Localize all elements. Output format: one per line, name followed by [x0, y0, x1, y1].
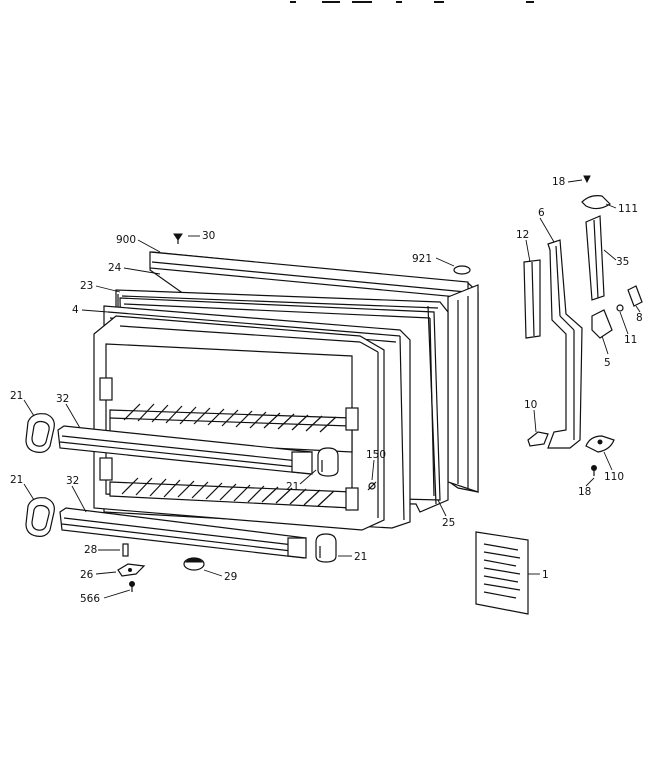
screw-150 — [367, 481, 377, 491]
label-21-center: 21 — [286, 481, 299, 493]
label-21-lower-left: 21 — [10, 474, 23, 486]
hinge-pin-18-top — [583, 175, 591, 184]
door-shelf-bar-lower — [59, 507, 307, 559]
shelf-end-cap-lower — [315, 533, 337, 563]
label-28: 28 — [84, 544, 97, 556]
label-25: 25 — [442, 517, 455, 529]
screw-18-bottom — [591, 465, 597, 476]
label-21-lower-right: 21 — [354, 551, 367, 563]
leader-lines — [23, 179, 641, 599]
label-32-upper: 32 — [56, 393, 69, 405]
inner-door-liner — [93, 315, 385, 531]
label-110: 110 — [604, 471, 624, 483]
screw-566 — [129, 581, 135, 592]
upper-shelf-ribs — [123, 403, 337, 433]
screw-11 — [616, 304, 624, 312]
label-10: 10 — [524, 399, 537, 411]
label-11: 11 — [624, 334, 637, 346]
label-4: 4 — [72, 304, 79, 316]
shelf-end-cap-upper — [317, 447, 339, 477]
left-end-cap-upper — [25, 413, 55, 453]
label-23: 23 — [80, 280, 93, 292]
hinge-strip-12 — [523, 259, 541, 339]
label-18-bottom: 18 — [578, 486, 591, 498]
label-32-lower: 32 — [66, 475, 79, 487]
label-21-upper-left: 21 — [10, 390, 23, 402]
label-1: 1 — [542, 569, 549, 581]
label-111: 111 — [618, 203, 638, 215]
instruction-card — [475, 531, 529, 615]
label-900: 900 — [116, 234, 136, 246]
label-30: 30 — [202, 230, 215, 242]
hinge-part-5 — [591, 309, 613, 339]
hinge-bracket-110 — [585, 435, 615, 453]
label-150: 150 — [366, 449, 386, 461]
label-12: 12 — [516, 229, 529, 241]
part-labels: 900 30 24 23 4 921 21 32 21 32 21 21 150… — [10, 176, 643, 605]
clip-8 — [627, 285, 643, 307]
door-shelf-bar-upper — [57, 425, 313, 475]
label-24: 24 — [108, 262, 122, 274]
screw-30 — [173, 233, 183, 244]
hinge-arm-6 — [547, 239, 583, 449]
bracket-10 — [527, 431, 549, 447]
hinge-cap-111 — [581, 195, 611, 210]
label-921: 921 — [412, 253, 432, 265]
label-29: 29 — [224, 571, 237, 583]
hinge-cover-35 — [585, 215, 605, 301]
left-end-cap-lower — [25, 497, 55, 537]
label-5: 5 — [604, 357, 611, 369]
label-8: 8 — [636, 312, 643, 324]
pin-28 — [122, 543, 129, 557]
label-26: 26 — [80, 569, 94, 581]
label-6: 6 — [538, 207, 545, 219]
label-18-top: 18 — [552, 176, 565, 188]
bumper-29 — [183, 557, 205, 571]
label-35: 35 — [616, 256, 629, 268]
lower-shelf-ribs — [121, 477, 335, 507]
plug-921 — [453, 265, 471, 275]
label-566: 566 — [80, 593, 100, 605]
bracket-26 — [117, 563, 146, 577]
